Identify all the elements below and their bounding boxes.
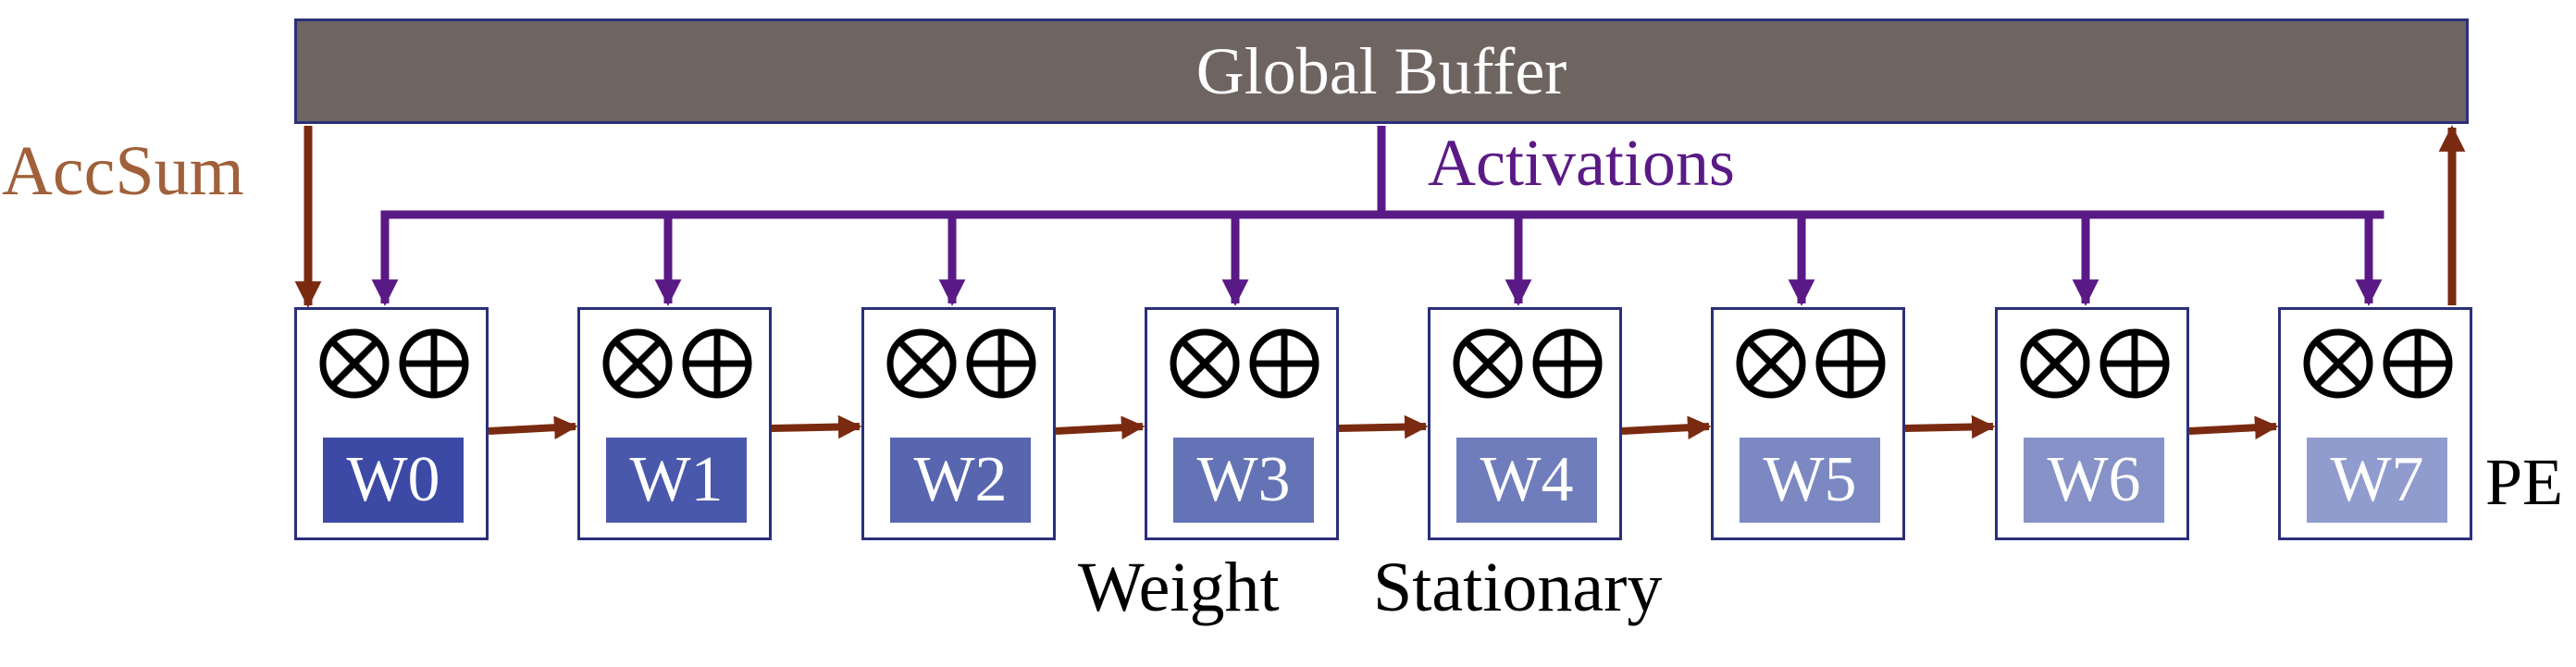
pe-7: W7 [2278,307,2472,540]
weight-tile: W4 [1456,438,1597,523]
weight-tile: W5 [1740,438,1880,523]
pe-ops [1736,328,1886,399]
weight-text: W3 [1196,444,1291,515]
add-circle-icon [1815,328,1886,399]
add-circle-icon [1532,328,1603,399]
pe-ops [1453,328,1603,399]
weight-tile: W1 [606,438,747,523]
weight-text: W2 [913,444,1008,515]
multiply-circle-icon [2020,328,2090,399]
activations-label: Activations [1428,126,1735,200]
pe-1: W1 [577,307,772,540]
global-buffer-label: Global Buffer [1195,33,1567,108]
psum-arrow-3 [1338,414,1429,439]
pe-ops [602,328,752,399]
weight-label: Weight [1078,549,1280,626]
multiply-circle-icon [886,328,957,399]
pe-ops [886,328,1036,399]
stationary-label: Stationary [1373,549,1663,626]
pe-0: W0 [294,307,489,540]
weight-tile: W2 [890,438,1031,523]
psum-arrow-5 [1904,414,1996,439]
pe-3: W3 [1145,307,1339,540]
psum-chain [488,414,2279,440]
weight-text: W1 [629,444,724,515]
multiply-circle-icon [319,328,390,399]
weight-text: W0 [346,444,440,515]
add-circle-icon [682,328,752,399]
multiply-circle-icon [1170,328,1240,399]
add-circle-icon [966,328,1036,399]
psum-arrow-1 [771,414,862,439]
psum-arrow-2 [1055,415,1146,440]
pe-ops [319,328,469,399]
psum-arrow-6 [2188,415,2279,440]
multiply-circle-icon [1453,328,1523,399]
psum-arrow-4 [1621,415,1712,440]
add-circle-icon [399,328,469,399]
pe-ops [2303,328,2453,399]
pe-ops [2020,328,2170,399]
pe-5: W5 [1711,307,1905,540]
add-circle-icon [1249,328,1319,399]
multiply-circle-icon [602,328,673,399]
pe-6: W6 [1995,307,2189,540]
add-circle-icon [2099,328,2170,399]
global-buffer: Global Buffer [294,19,2469,124]
pe-ops [1170,328,1319,399]
weight-tile: W3 [1173,438,1314,523]
weight-text: W7 [2330,444,2424,515]
weight-text: W4 [1480,444,1574,515]
weight-tile: W7 [2307,438,2447,523]
multiply-circle-icon [1736,328,1806,399]
pe-4: W4 [1428,307,1622,540]
weight-tile: W0 [323,438,464,523]
pe-2: W2 [861,307,1056,540]
weight-text: W5 [1763,444,1857,515]
multiply-circle-icon [2303,328,2373,399]
weight-text: W6 [2047,444,2141,515]
accsum-label: AccSum [2,132,244,210]
activation-drops [371,215,2383,306]
weight-tile: W6 [2024,438,2164,523]
pe-label: PE [2485,445,2564,519]
psum-arrow-0 [488,415,578,440]
add-circle-icon [2383,328,2453,399]
